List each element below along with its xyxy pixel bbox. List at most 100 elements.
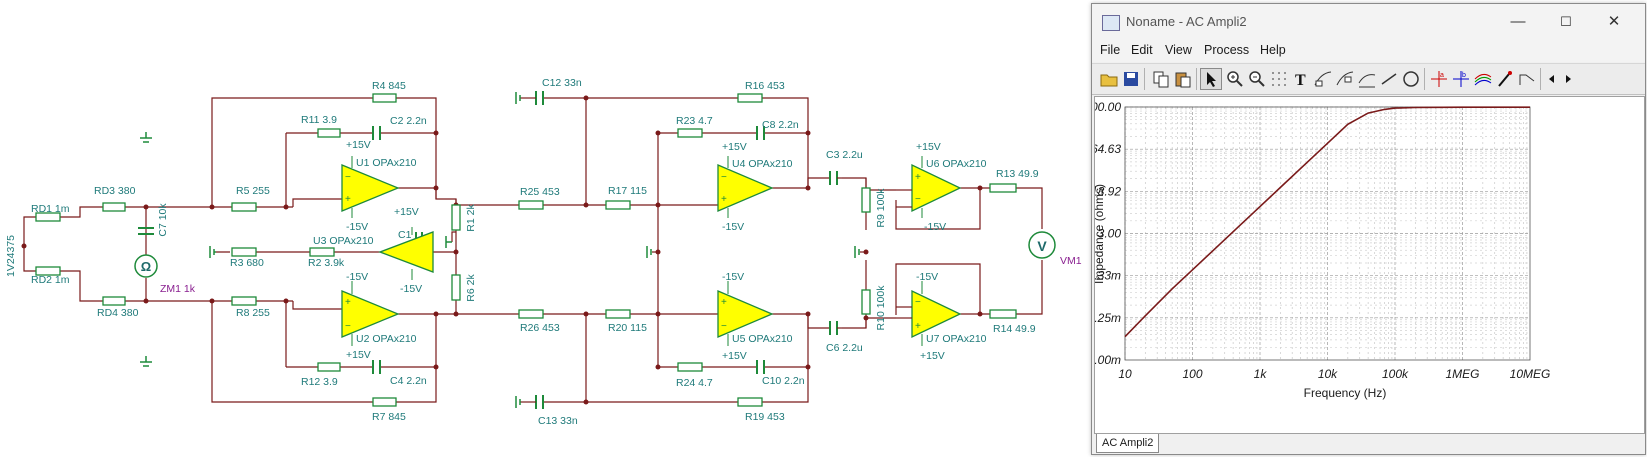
resistor-r4 xyxy=(372,93,397,103)
label-r1: R1 2k xyxy=(465,204,477,232)
label-r24: R24 4.7 xyxy=(676,377,713,389)
step-plot-icon[interactable] xyxy=(1516,68,1538,90)
label-rd3: RD3 380 xyxy=(94,185,136,197)
minimize-button[interactable]: — xyxy=(1510,13,1526,30)
cursor-a-icon[interactable]: a xyxy=(1428,68,1450,90)
label-r12: R12 3.9 xyxy=(301,376,338,388)
schematic-canvas[interactable]: −+ +− −+ +− +− −+ Ω V 1V24375 RD1 1m RD2… xyxy=(0,0,1090,457)
resistor-r17 xyxy=(605,200,631,210)
label-c6: C6 2.2u xyxy=(826,342,863,354)
label-u4-neg: -15V xyxy=(722,221,744,233)
label-rd4: RD4 380 xyxy=(97,307,139,319)
toolbar-separator xyxy=(1540,68,1541,90)
label-c7: C7 10k xyxy=(157,203,169,237)
chart-gridlines xyxy=(1124,106,1530,360)
label-r26: R26 453 xyxy=(520,322,560,334)
resistor-r1 xyxy=(451,204,461,231)
menu-view[interactable]: View xyxy=(1165,43,1192,57)
resistor-r19 xyxy=(737,397,763,407)
capacitor-c3 xyxy=(829,171,842,185)
label-u7-pos: +15V xyxy=(920,350,945,362)
zoom-out-icon[interactable] xyxy=(1246,68,1268,90)
maximize-button[interactable]: ☐ xyxy=(1560,14,1572,29)
label-r3: R3 680 xyxy=(230,257,264,269)
label-r19: R19 453 xyxy=(745,411,785,423)
paste-icon[interactable] xyxy=(1172,68,1194,90)
menu-file[interactable]: File xyxy=(1100,43,1121,57)
menu-edit[interactable]: Edit xyxy=(1131,43,1153,57)
resistor-rd2 xyxy=(35,266,61,276)
capacitor-c6 xyxy=(829,321,842,335)
label-r11: R11 3.9 xyxy=(301,114,337,126)
label-rd1: RD1 1m xyxy=(31,203,70,215)
svg-text:+: + xyxy=(345,194,351,205)
label-r20: R20 115 xyxy=(608,322,647,334)
label-u6: U6 OPAx210 xyxy=(926,158,987,170)
opamp-u6: +− xyxy=(911,156,962,218)
cursor-b-icon[interactable]: b xyxy=(1450,68,1472,90)
svg-text:+: + xyxy=(915,172,921,183)
resistor-r23 xyxy=(677,128,703,138)
x-tick-label: 10MEG xyxy=(1510,367,1551,381)
save-icon[interactable] xyxy=(1120,68,1142,90)
curve-marker-icon[interactable] xyxy=(1356,68,1378,90)
junction-dots xyxy=(21,95,983,405)
label-r10: R10 100k xyxy=(875,285,887,331)
grid-icon[interactable] xyxy=(1268,68,1290,90)
toolbar: T a b xyxy=(1092,63,1645,95)
label-vm1: VM1 xyxy=(1060,255,1082,267)
y-tick-label: 300.00 xyxy=(1095,100,1121,114)
close-button[interactable]: ✕ xyxy=(1607,13,1621,30)
label-r4: R4 845 xyxy=(372,80,406,92)
menu-bar: File Edit View Process Help xyxy=(1092,40,1645,62)
opamps[interactable]: −+ +− −+ +− +− −+ xyxy=(341,156,962,346)
label-u1-supply: +15V xyxy=(346,139,371,151)
toolbar-separator xyxy=(1144,68,1145,90)
scroll-right-icon[interactable] xyxy=(1560,68,1576,90)
label-u6-neg: -15V xyxy=(924,221,946,233)
opamp-u5: +− xyxy=(717,281,774,346)
zoom-in-icon[interactable] xyxy=(1224,68,1246,90)
label-c1: C1 xyxy=(398,229,412,241)
x-tick-label: 1MEG xyxy=(1445,367,1479,381)
menu-help[interactable]: Help xyxy=(1260,43,1286,57)
label-r5: R5 255 xyxy=(236,185,270,197)
svg-text:−: − xyxy=(345,172,351,183)
label-zm1: ZM1 1k xyxy=(160,283,196,295)
voltmeter-vm1[interactable]: V xyxy=(1028,231,1056,259)
label-c13: C13 33n xyxy=(538,415,578,427)
x-tick-label: 100 xyxy=(1182,367,1202,381)
copy-icon[interactable] xyxy=(1150,68,1172,90)
circle-tool-icon[interactable] xyxy=(1400,68,1422,90)
label-c10: C10 2.2n xyxy=(762,375,805,387)
line-tool-icon[interactable] xyxy=(1378,68,1400,90)
capacitor-c12 xyxy=(520,91,544,105)
resistor-r26 xyxy=(518,309,544,319)
multi-curve-icon[interactable] xyxy=(1472,68,1494,90)
curve-label-icon[interactable] xyxy=(1312,68,1334,90)
plot-area[interactable]: 300.0064.6313.923.00646.33m139.25m30.00m… xyxy=(1074,96,1645,434)
title-bar[interactable]: Noname - AC Ampli2 — ☐ ✕ xyxy=(1092,4,1645,40)
resistor-r11 xyxy=(317,128,341,138)
resistors[interactable] xyxy=(35,93,1017,407)
scroll-left-icon[interactable] xyxy=(1544,68,1560,90)
label-u3-neg: -15V xyxy=(400,283,422,295)
source-label: 1V24375 xyxy=(5,235,17,277)
impedance-chart[interactable]: 300.0064.6313.923.00646.33m139.25m30.00m… xyxy=(1074,97,1644,433)
analysis-window[interactable]: Noname - AC Ampli2 — ☐ ✕ File Edit View … xyxy=(1074,3,1646,455)
probe-icon[interactable] xyxy=(1494,68,1516,90)
pointer-select-icon[interactable] xyxy=(1200,68,1222,90)
menu-process[interactable]: Process xyxy=(1204,43,1250,57)
text-tool-icon[interactable]: T xyxy=(1290,68,1312,90)
y-tick-label: 13.92 xyxy=(1095,184,1121,198)
tab-ac-ampli2[interactable]: AC Ampli2 xyxy=(1096,434,1160,453)
ground-symbols xyxy=(140,92,860,408)
impedance-meter-zm1[interactable]: Ω xyxy=(134,254,158,278)
label-r23: R23 4.7 xyxy=(676,115,713,127)
label-u4-pos: +15V xyxy=(722,141,747,153)
svg-text:+: + xyxy=(345,297,351,308)
svg-text:−: − xyxy=(915,194,921,205)
curve-label-2-icon[interactable] xyxy=(1334,68,1356,90)
open-folder-icon[interactable] xyxy=(1098,68,1120,90)
label-r9: R9 100k xyxy=(875,188,887,228)
